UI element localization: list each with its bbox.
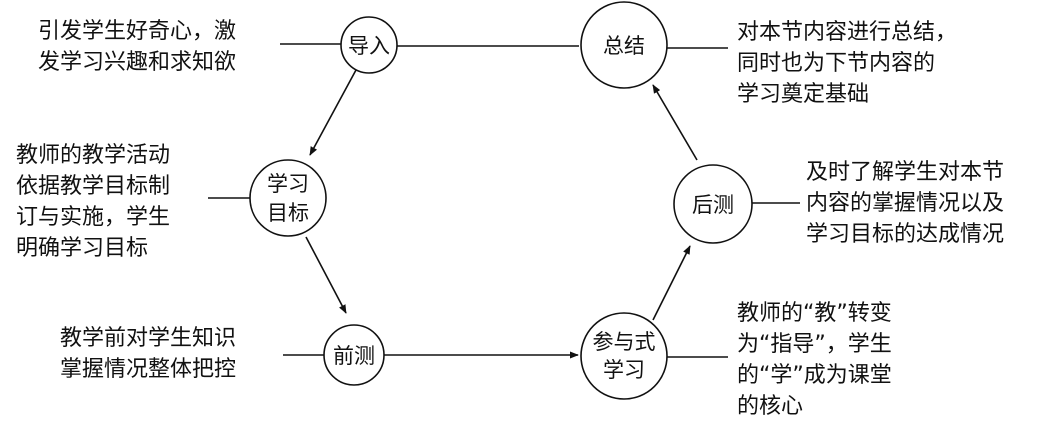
note-summary: 对本节内容进行总结， 同时也为下节内容的 学习奠定基础 [737, 17, 957, 110]
arrow-participatory-to-posttest [652, 245, 691, 321]
node-goal [249, 159, 327, 237]
note-summary-line: 同时也为下节内容的 [737, 51, 936, 76]
note-summary-line: 对本节内容进行总结， [737, 20, 958, 45]
node-participatory [580, 312, 668, 400]
note-pretest-line: 掌握情况整体把控 [60, 357, 237, 382]
node-goal-label-line1: 学习 [267, 172, 309, 196]
note-participatory-line: 的核心 [737, 394, 804, 419]
note-goal-line: 教师的教学活动 [16, 143, 171, 168]
note-participatory-line: 为“指导”，学生 [737, 332, 892, 357]
node-summary-label: 总结 [603, 34, 645, 58]
note-participatory-line: 的“学”成为课堂 [737, 363, 892, 388]
note-posttest: 及时了解学生对本节 内容的掌握情况以及 学习目标的达成情况 [806, 157, 1004, 250]
node-intro [340, 16, 398, 74]
node-pretest-label: 前测 [333, 344, 375, 368]
note-posttest-line: 学习目标的达成情况 [806, 222, 1005, 247]
node-participatory-label-line2: 学习 [603, 358, 645, 382]
node-participatory-label-line1: 参与式 [593, 330, 656, 354]
arrow-posttest-to-summary [652, 84, 698, 161]
note-goal: 教师的教学活动 依据教学目标制 订与实施，学生 明确学习目标 [16, 140, 170, 264]
note-intro-line: 发学习兴趣和求知欲 [38, 50, 237, 75]
node-goal-label-line2: 目标 [267, 201, 309, 225]
node-posttest-label: 后测 [692, 193, 734, 217]
note-intro-line: 引发学生好奇心，激 [38, 19, 237, 44]
node-pretest [323, 324, 385, 386]
note-pretest: 教学前对学生知识 掌握情况整体把控 [60, 323, 236, 385]
note-participatory-line: 教师的“教”转变 [737, 301, 892, 326]
note-participatory: 教师的“教”转变 为“指导”，学生 的“学”成为课堂 的核心 [737, 298, 892, 422]
note-pretest-line: 教学前对学生知识 [60, 326, 237, 351]
node-posttest [673, 164, 753, 244]
arrow-intro-to-goal [309, 69, 357, 156]
note-posttest-line: 及时了解学生对本节 [806, 160, 1005, 185]
note-goal-line: 订与实施，学生 [16, 205, 171, 230]
arrow-goal-to-pretest [305, 236, 347, 314]
note-goal-line: 依据教学目标制 [16, 174, 171, 199]
node-summary [580, 1, 668, 89]
note-posttest-line: 内容的掌握情况以及 [806, 191, 1005, 216]
note-summary-line: 学习奠定基础 [737, 82, 870, 107]
note-intro: 引发学生好奇心，激 发学习兴趣和求知欲 [38, 16, 236, 78]
note-goal-line: 明确学习目标 [16, 236, 149, 261]
node-intro-label: 导入 [348, 34, 390, 58]
